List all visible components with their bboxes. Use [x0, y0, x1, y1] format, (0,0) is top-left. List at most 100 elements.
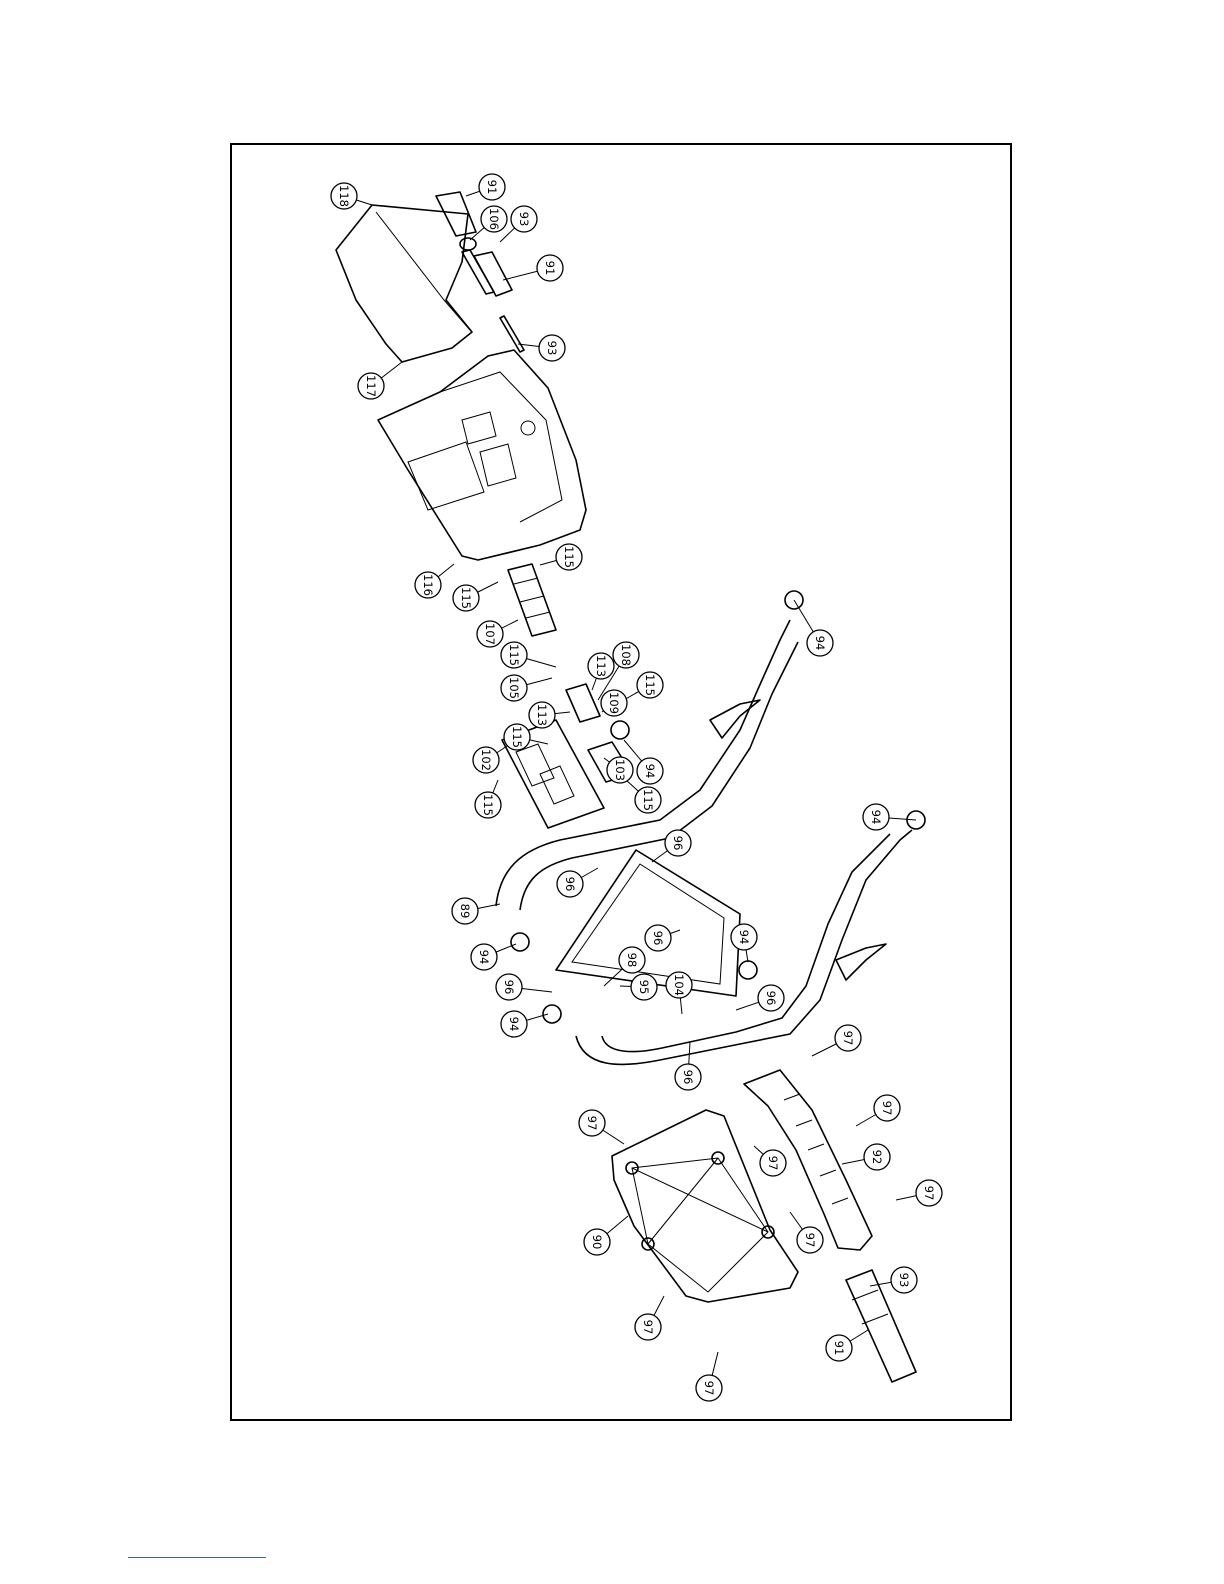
- callout-c-97b: 97: [579, 1110, 605, 1136]
- callout-c-115b: 115: [453, 585, 479, 611]
- callout-number: 97: [841, 1031, 855, 1046]
- part-108-module: [566, 684, 600, 722]
- callout-number: 96: [502, 980, 516, 995]
- callout-c-97c: 97: [874, 1095, 900, 1121]
- callout-c-91a: 91: [479, 174, 505, 200]
- callout-c-103: 103: [607, 757, 633, 783]
- callout-c-94c: 94: [863, 804, 889, 830]
- part-116-display-window-2: [480, 444, 516, 486]
- callout-c-92: 92: [864, 1144, 890, 1170]
- callout-number: 91: [832, 1341, 846, 1356]
- callout-c-94a: 94: [807, 630, 833, 656]
- callout-c-94e: 94: [471, 944, 497, 970]
- parts-drawing: [336, 192, 925, 1382]
- callout-number: 98: [625, 953, 639, 968]
- part-93-upper: [462, 250, 494, 294]
- callout-c-96f: 96: [675, 1064, 701, 1090]
- callout-c-116: 116: [415, 572, 441, 598]
- part-107-bracket: [508, 564, 556, 636]
- callout-number: 96: [764, 991, 778, 1006]
- callout-number: 96: [681, 1070, 695, 1085]
- callout-number: 116: [421, 574, 435, 596]
- callout-c-102: 102: [473, 747, 499, 773]
- part-94-cap-5: [511, 933, 529, 951]
- part-116-console: [378, 350, 586, 560]
- callout-c-115a: 115: [556, 544, 582, 570]
- callout-c-115d: 115: [637, 672, 663, 698]
- callout-c-97h: 97: [696, 1375, 722, 1401]
- callout-number: 95: [637, 980, 651, 995]
- callout-c-115e: 115: [504, 724, 530, 750]
- callout-c-115f: 115: [635, 787, 661, 813]
- callout-number: 94: [477, 950, 491, 965]
- callout-number: 103: [613, 759, 627, 781]
- callout-c-109: 109: [601, 690, 627, 716]
- part-102-chips: [516, 744, 574, 804]
- part-91-upper: [436, 192, 476, 236]
- callout-number: 94: [869, 810, 883, 825]
- part-106-ring: [460, 238, 476, 250]
- callout-number: 108: [619, 644, 633, 666]
- callout-c-104: 104: [666, 972, 692, 998]
- callout-c-118a: 118: [331, 183, 357, 209]
- callout-c-96a: 96: [665, 830, 691, 856]
- part-92-ribs: [784, 1094, 848, 1204]
- leader-lines: [344, 187, 929, 1388]
- callout-number: 93: [517, 212, 531, 227]
- callout-c-97d: 97: [760, 1150, 786, 1176]
- callout-c-96d: 96: [496, 974, 522, 1000]
- callout-number: 115: [459, 587, 473, 609]
- callout-number: 113: [535, 704, 549, 726]
- callout-c-97a: 97: [835, 1025, 861, 1051]
- part-116-display-panel: [408, 442, 484, 510]
- callout-number: 118: [337, 185, 351, 207]
- part-94-cap-6: [543, 1005, 561, 1023]
- part-93-rod: [500, 316, 524, 352]
- callout-number: 97: [585, 1116, 599, 1131]
- part-90-bracing: [632, 1158, 768, 1292]
- callout-c-115c: 115: [501, 642, 527, 668]
- callout-number: 90: [590, 1235, 604, 1250]
- callout-c-89: 89: [452, 898, 478, 924]
- callout-c-94d: 94: [731, 924, 757, 950]
- callout-number: 96: [671, 836, 685, 851]
- callout-c-91c: 91: [826, 1335, 852, 1361]
- callout-c-97f: 97: [797, 1227, 823, 1253]
- callout-c-97g: 97: [635, 1314, 661, 1340]
- part-91-middle: [474, 252, 512, 296]
- callout-c-113a: 113: [588, 653, 614, 679]
- callout-c-97e: 97: [916, 1180, 942, 1206]
- callout-c-106: 106: [481, 206, 507, 232]
- callout-number: 94: [813, 636, 827, 651]
- callout-number: 97: [880, 1101, 894, 1116]
- callout-number: 96: [563, 877, 577, 892]
- callout-number: 115: [481, 794, 495, 816]
- callout-c-105: 105: [501, 675, 527, 701]
- callout-number: 109: [607, 692, 621, 714]
- callout-c-90: 90: [584, 1229, 610, 1255]
- callout-c-96c: 96: [645, 925, 671, 951]
- callout-number: 115: [507, 644, 521, 666]
- callout-number: 106: [487, 208, 501, 230]
- callout-c-91b: 91: [537, 255, 563, 281]
- part-94-cap-2: [611, 721, 629, 739]
- callout-c-98: 98: [619, 947, 645, 973]
- footer-link-rule: [128, 1557, 266, 1558]
- callout-number: 104: [672, 974, 686, 996]
- part-116-knob: [521, 421, 535, 435]
- callout-c-93a: 93: [511, 206, 537, 232]
- callout-number: 115: [641, 789, 655, 811]
- part-clamp-upper: [710, 700, 760, 738]
- callout-number: 91: [543, 261, 557, 276]
- callout-c-115g: 115: [475, 792, 501, 818]
- callout-number: 92: [870, 1150, 884, 1165]
- callout-number: 115: [562, 546, 576, 568]
- callout-number: 97: [641, 1320, 655, 1335]
- callout-c-94f: 94: [501, 1011, 527, 1037]
- callout-number: 89: [458, 904, 472, 919]
- callout-number: 115: [510, 726, 524, 748]
- part-116-display-window: [462, 412, 496, 444]
- callout-number: 97: [766, 1156, 780, 1171]
- callout-c-108: 108: [613, 642, 639, 668]
